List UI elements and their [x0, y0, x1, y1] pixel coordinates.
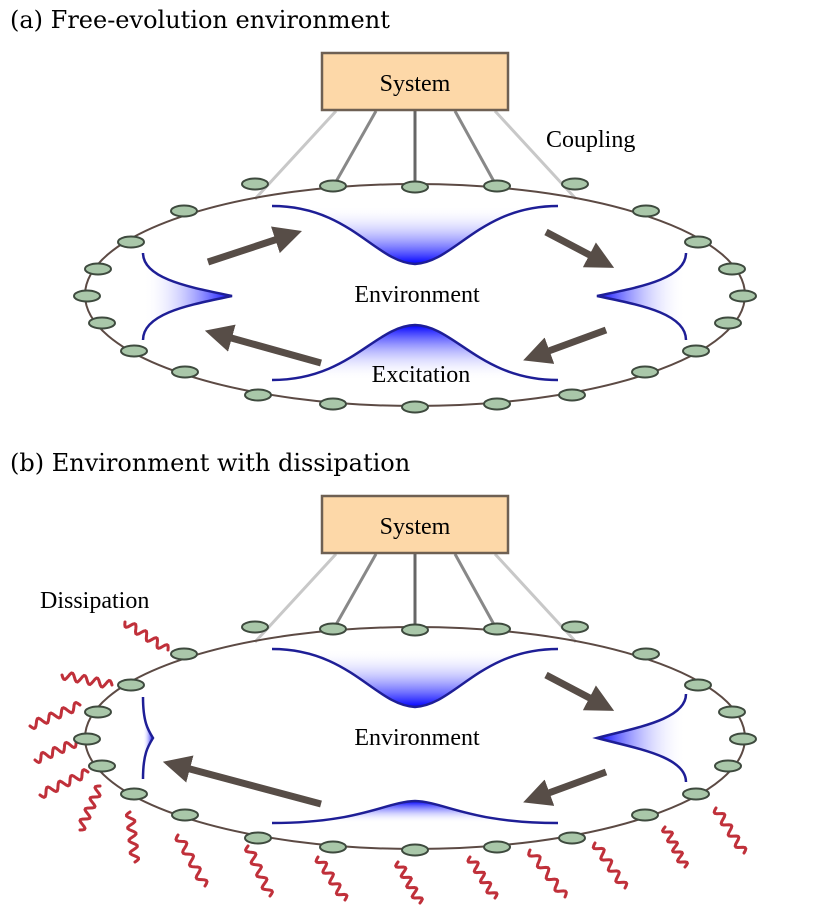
- environment-node: [120, 787, 148, 801]
- environment-node: [561, 177, 589, 191]
- wave-packet-top: [271, 204, 559, 266]
- environment-label: Environment: [354, 725, 480, 751]
- system-box: [320, 494, 510, 555]
- environment-node: [241, 620, 269, 634]
- dissipation-wave: [28, 700, 82, 731]
- dissipation-label: Dissipation: [40, 588, 149, 614]
- arrow-icon: [544, 228, 615, 268]
- environment-node: [319, 179, 347, 193]
- dissipation-wave: [394, 860, 424, 905]
- environment-nodes: [73, 620, 757, 857]
- environment-node: [171, 365, 199, 379]
- environment-node: [244, 831, 272, 845]
- environment-node: [729, 732, 757, 746]
- arrow-icon: [206, 226, 302, 266]
- environment-node: [170, 204, 198, 218]
- environment-node: [631, 808, 659, 822]
- wave-packet-bottom: [271, 323, 559, 382]
- environment-node: [718, 705, 746, 719]
- wave-packet-left: [141, 252, 233, 341]
- dissipation-wave: [660, 825, 690, 869]
- environment-node: [682, 787, 710, 801]
- dissipation-wave: [124, 810, 141, 864]
- coupling-label: Coupling: [546, 127, 635, 153]
- environment-node: [84, 705, 112, 719]
- environment-node: [483, 840, 511, 854]
- environment-node: [729, 289, 757, 303]
- dissipation-wave: [123, 620, 170, 652]
- environment-node: [171, 808, 199, 822]
- dissipation-wave: [527, 848, 568, 899]
- environment-node: [319, 622, 347, 636]
- environment-node: [319, 397, 347, 411]
- environment-node: [84, 262, 112, 276]
- dissipation-wave: [591, 841, 629, 890]
- environment-node: [558, 388, 586, 402]
- environment-node: [117, 235, 145, 249]
- environment-node: [631, 365, 659, 379]
- environment-nodes: [73, 177, 757, 414]
- environment-node: [483, 179, 511, 193]
- environment-node: [483, 622, 511, 636]
- environment-node: [73, 732, 101, 746]
- environment-node: [714, 759, 742, 773]
- environment-node: [714, 316, 742, 330]
- environment-node: [718, 262, 746, 276]
- environment-node: [401, 400, 429, 414]
- environment-label: Environment: [354, 282, 480, 308]
- arrow-icon: [544, 671, 615, 711]
- environment-node: [170, 647, 198, 661]
- environment-node: [120, 344, 148, 358]
- environment-node: [632, 647, 660, 661]
- environment-node: [401, 180, 429, 194]
- dissipation-wave: [466, 855, 499, 900]
- dissipation-waves: [28, 620, 748, 905]
- dissipation-wave: [174, 833, 209, 888]
- environment-node: [244, 388, 272, 402]
- excitation-label: Excitation: [372, 362, 471, 388]
- environment-node: [401, 843, 429, 857]
- arrow-icon: [162, 755, 322, 808]
- environment-node: [401, 623, 429, 637]
- environment-node: [561, 620, 589, 634]
- panel-b-title: (b) Environment with dissipation: [10, 449, 411, 477]
- environment-node: [684, 235, 712, 249]
- dissipation-wave: [33, 735, 84, 765]
- environment-node: [319, 840, 347, 854]
- arrow-icon: [523, 326, 608, 364]
- wave-packet-right: [592, 693, 688, 783]
- system-label: System: [380, 71, 451, 97]
- dissipation-wave: [314, 855, 349, 902]
- dissipation-wave: [243, 844, 275, 898]
- circulation-arrows: [204, 226, 615, 367]
- dissipation-wave: [712, 806, 748, 855]
- environment-node: [682, 344, 710, 358]
- environment-node: [117, 678, 145, 692]
- dissipation-wave: [38, 768, 90, 799]
- environment-node: [73, 289, 101, 303]
- panel-a: System Coupling Environment E: [73, 51, 757, 414]
- dissipation-wave: [78, 784, 102, 832]
- panel-b: System Dissipation Environment: [28, 494, 757, 905]
- arrow-icon: [204, 324, 322, 367]
- system-box: [320, 51, 510, 112]
- environment-node: [483, 397, 511, 411]
- wave-packet-left: [141, 696, 155, 780]
- circulation-arrows: [162, 671, 615, 808]
- wave-packet-bottom: [271, 799, 559, 825]
- panel-a-title: (a) Free-evolution environment: [10, 6, 390, 34]
- wave-packet-top: [271, 647, 559, 709]
- dissipation-wave: [60, 671, 114, 689]
- environment-node: [88, 759, 116, 773]
- environment-node: [632, 204, 660, 218]
- environment-node: [88, 316, 116, 330]
- wave-packet-right: [596, 252, 688, 341]
- environment-node: [241, 177, 269, 191]
- environment-node: [684, 678, 712, 692]
- system-label: System: [380, 514, 451, 540]
- environment-node: [558, 831, 586, 845]
- arrow-icon: [523, 768, 608, 806]
